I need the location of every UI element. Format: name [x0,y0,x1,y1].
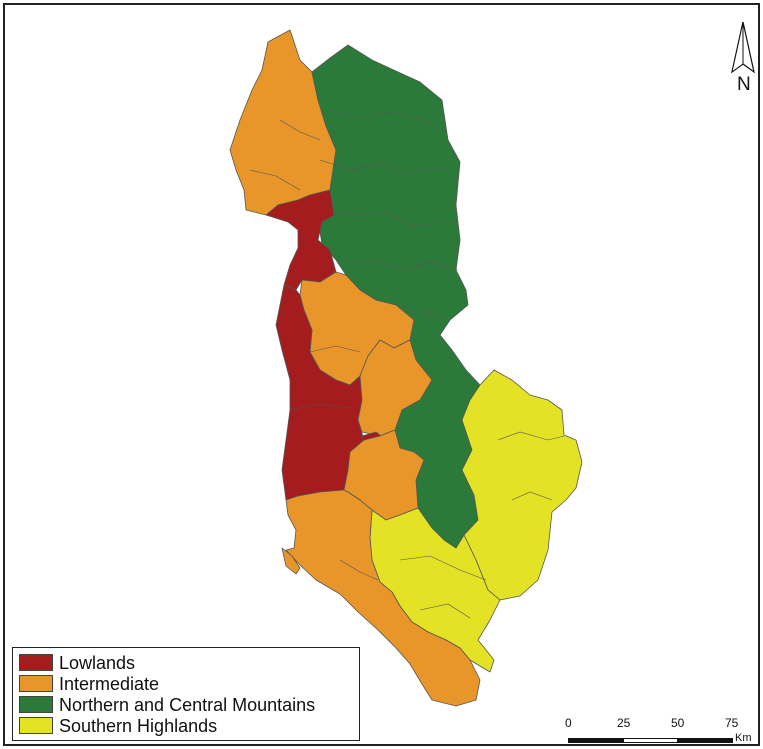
legend-item-intermediate: Intermediate [19,673,359,694]
legend-label: Northern and Central Mountains [59,694,316,715]
district-line [249,169,301,191]
scale-tick-label: 0 [565,716,572,730]
region-highlands-southeast [461,369,583,601]
region-intermediate-peninsula [281,547,301,575]
district-line [419,603,471,619]
scale-segment-dark [678,738,733,743]
legend-item-mountains: Northern and Central Mountains [19,694,359,715]
north-arrow-icon [731,21,755,74]
map-legend: Lowlands Intermediate Northern and Centr… [12,647,360,741]
legend-item-highlands: Southern Highlands [19,715,359,736]
region-intermediate-northwest [229,29,337,216]
district-line [279,119,321,141]
district-line [395,304,447,319]
district-line [329,209,457,227]
district-line [346,261,459,271]
region-intermediate-middle [357,339,433,437]
legend-item-lowlands: Lowlands [19,652,359,673]
legend-swatch [19,717,53,734]
district-line [339,559,379,581]
district-line [319,159,449,173]
legend-label: Southern Highlands [59,715,218,736]
legend-swatch [19,696,53,713]
scale-bar: 0 25 50 75 Km [565,716,760,746]
legend-label: Intermediate [59,673,160,694]
district-line [511,491,553,501]
district-line [497,431,565,441]
legend-swatch [19,654,53,671]
scale-unit: Km [735,732,752,744]
legend-swatch [19,675,53,692]
north-letter: N [737,74,751,95]
region-intermediate-southwest [285,489,481,707]
scale-tick-label: 75 [725,716,739,730]
district-line [289,403,353,411]
scale-segment-dark [568,738,623,743]
district-line [399,555,487,581]
district-line [309,345,361,353]
scale-tick-label: 25 [617,716,631,730]
legend-label: Lowlands [59,652,136,673]
scale-segment-light [623,738,678,743]
scale-tick-label: 50 [671,716,685,730]
district-line [329,109,441,131]
